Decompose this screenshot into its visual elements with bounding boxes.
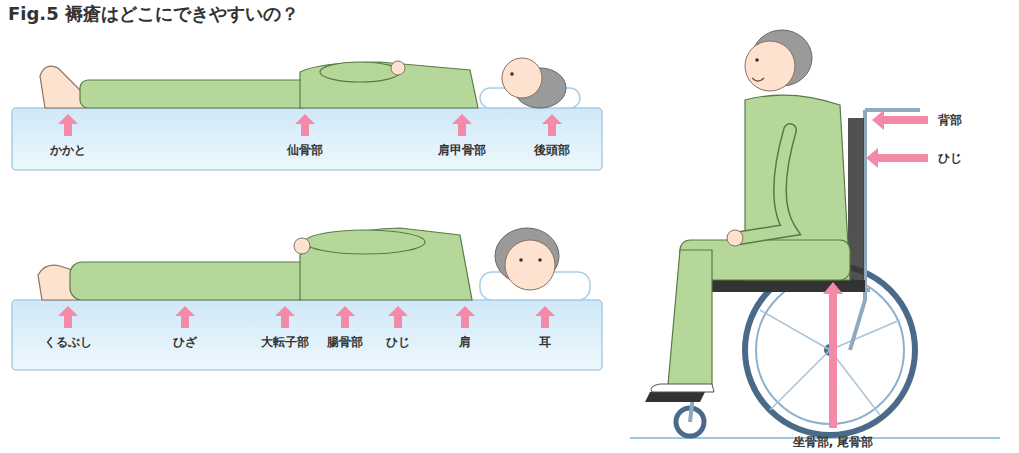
- body-part-label: ひざ: [173, 335, 197, 349]
- body-part-label: 大転子部: [261, 335, 309, 349]
- pressure-arrow: [872, 110, 928, 130]
- hand: [294, 238, 310, 254]
- eye: [538, 258, 542, 262]
- hand: [727, 230, 743, 246]
- body-part-label: かかと: [50, 143, 86, 157]
- pressure-arrow: [275, 306, 295, 328]
- pressure-arrow: [866, 148, 928, 168]
- body-part-label: 肩甲骨部: [438, 143, 486, 157]
- eye: [519, 258, 523, 262]
- face: [502, 58, 542, 98]
- torso: [300, 228, 472, 300]
- body-part-label: ひじ: [938, 151, 962, 165]
- figure-title: Fig.5 褥瘡はどこにできやすいの？: [8, 3, 299, 25]
- pressure-arrow: [175, 306, 195, 328]
- body-part-label: 耳: [539, 335, 551, 349]
- pressure-arrow: [535, 306, 555, 328]
- mattress: [12, 300, 602, 370]
- arm: [740, 130, 790, 238]
- pressure-arrow: [823, 282, 843, 428]
- pressure-arrow: [58, 114, 78, 136]
- body-part-label: 後頭部: [534, 143, 570, 157]
- body-part-label: くるぶし: [44, 335, 92, 349]
- arm: [305, 230, 425, 254]
- body-part-label: 仙骨部: [287, 143, 323, 157]
- pressure-arrow: [452, 114, 472, 136]
- eye: [755, 58, 759, 62]
- face: [745, 41, 795, 91]
- body-part-label: 背部: [938, 113, 962, 127]
- body-part-label: 坐骨部, 尾骨部: [793, 435, 874, 449]
- pressure-arrow: [295, 114, 315, 136]
- arm: [320, 62, 400, 82]
- body-part-label: ひじ: [386, 335, 410, 349]
- mattress: [12, 108, 602, 170]
- legs: [70, 262, 310, 300]
- pressure-arrow: [455, 306, 475, 328]
- face: [505, 240, 555, 290]
- shoe: [651, 384, 714, 392]
- eye: [510, 72, 514, 76]
- seat: [705, 280, 865, 292]
- torso: [300, 62, 478, 108]
- legs: [80, 80, 310, 108]
- mouth: [752, 78, 764, 81]
- lower-leg: [668, 250, 712, 385]
- arm: [740, 130, 790, 238]
- pressure-arrow: [335, 306, 355, 328]
- hand: [391, 61, 405, 75]
- feet: [40, 66, 86, 108]
- pressure-arrow: [58, 306, 78, 328]
- footrest: [645, 392, 705, 402]
- pressure-arrow: [388, 306, 408, 328]
- body-part-label: 肩: [459, 335, 471, 349]
- pressure-arrow: [542, 114, 562, 136]
- body-part-label: 腸骨部: [327, 335, 363, 349]
